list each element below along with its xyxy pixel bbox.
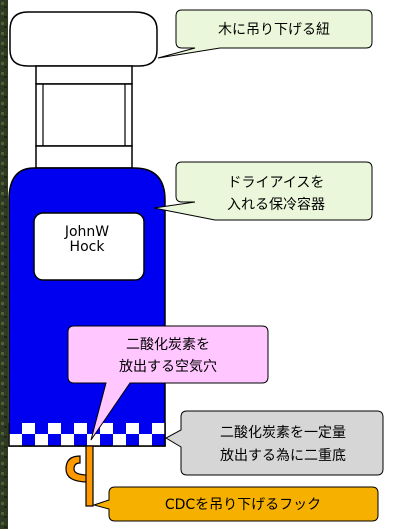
callout-double-bottom-line1: 二酸化炭素を一定量 bbox=[220, 425, 346, 441]
hook-loop bbox=[65, 455, 89, 483]
cooler-container bbox=[8, 167, 166, 447]
callout-string-text: 木に吊り下げる紐 bbox=[218, 22, 330, 38]
callout-double-bottom-line2: 放出する為に二重底 bbox=[220, 448, 346, 464]
brand-label-line1: JohnW bbox=[64, 224, 109, 240]
clear-tube bbox=[35, 83, 133, 147]
callout-air-hole-line2: 放出する空気穴 bbox=[119, 359, 217, 375]
string-holder-top bbox=[9, 11, 158, 67]
callout-air-hole-line1: 二酸化炭素を bbox=[126, 337, 210, 353]
connector-band-top bbox=[35, 65, 133, 85]
connector-band-bottom bbox=[35, 145, 133, 169]
double-bottom-checker bbox=[9, 423, 165, 446]
brand-label-box bbox=[33, 212, 145, 281]
background-foliage-dots bbox=[0, 0, 8, 529]
callout-string bbox=[157, 9, 373, 59]
callout-air-hole bbox=[67, 325, 269, 441]
brand-label-line2: Hock bbox=[70, 239, 106, 255]
callout-cooler bbox=[153, 161, 373, 221]
callout-hook-text: CDCを吊り下げるフック bbox=[165, 497, 321, 513]
callout-cooler-line2: 入れる保冷容器 bbox=[227, 196, 325, 213]
callout-double-bottom bbox=[164, 410, 384, 476]
callout-cooler-line1: ドライアイスを bbox=[228, 175, 325, 191]
callout-hook bbox=[92, 486, 379, 522]
hook-shank bbox=[85, 445, 94, 507]
